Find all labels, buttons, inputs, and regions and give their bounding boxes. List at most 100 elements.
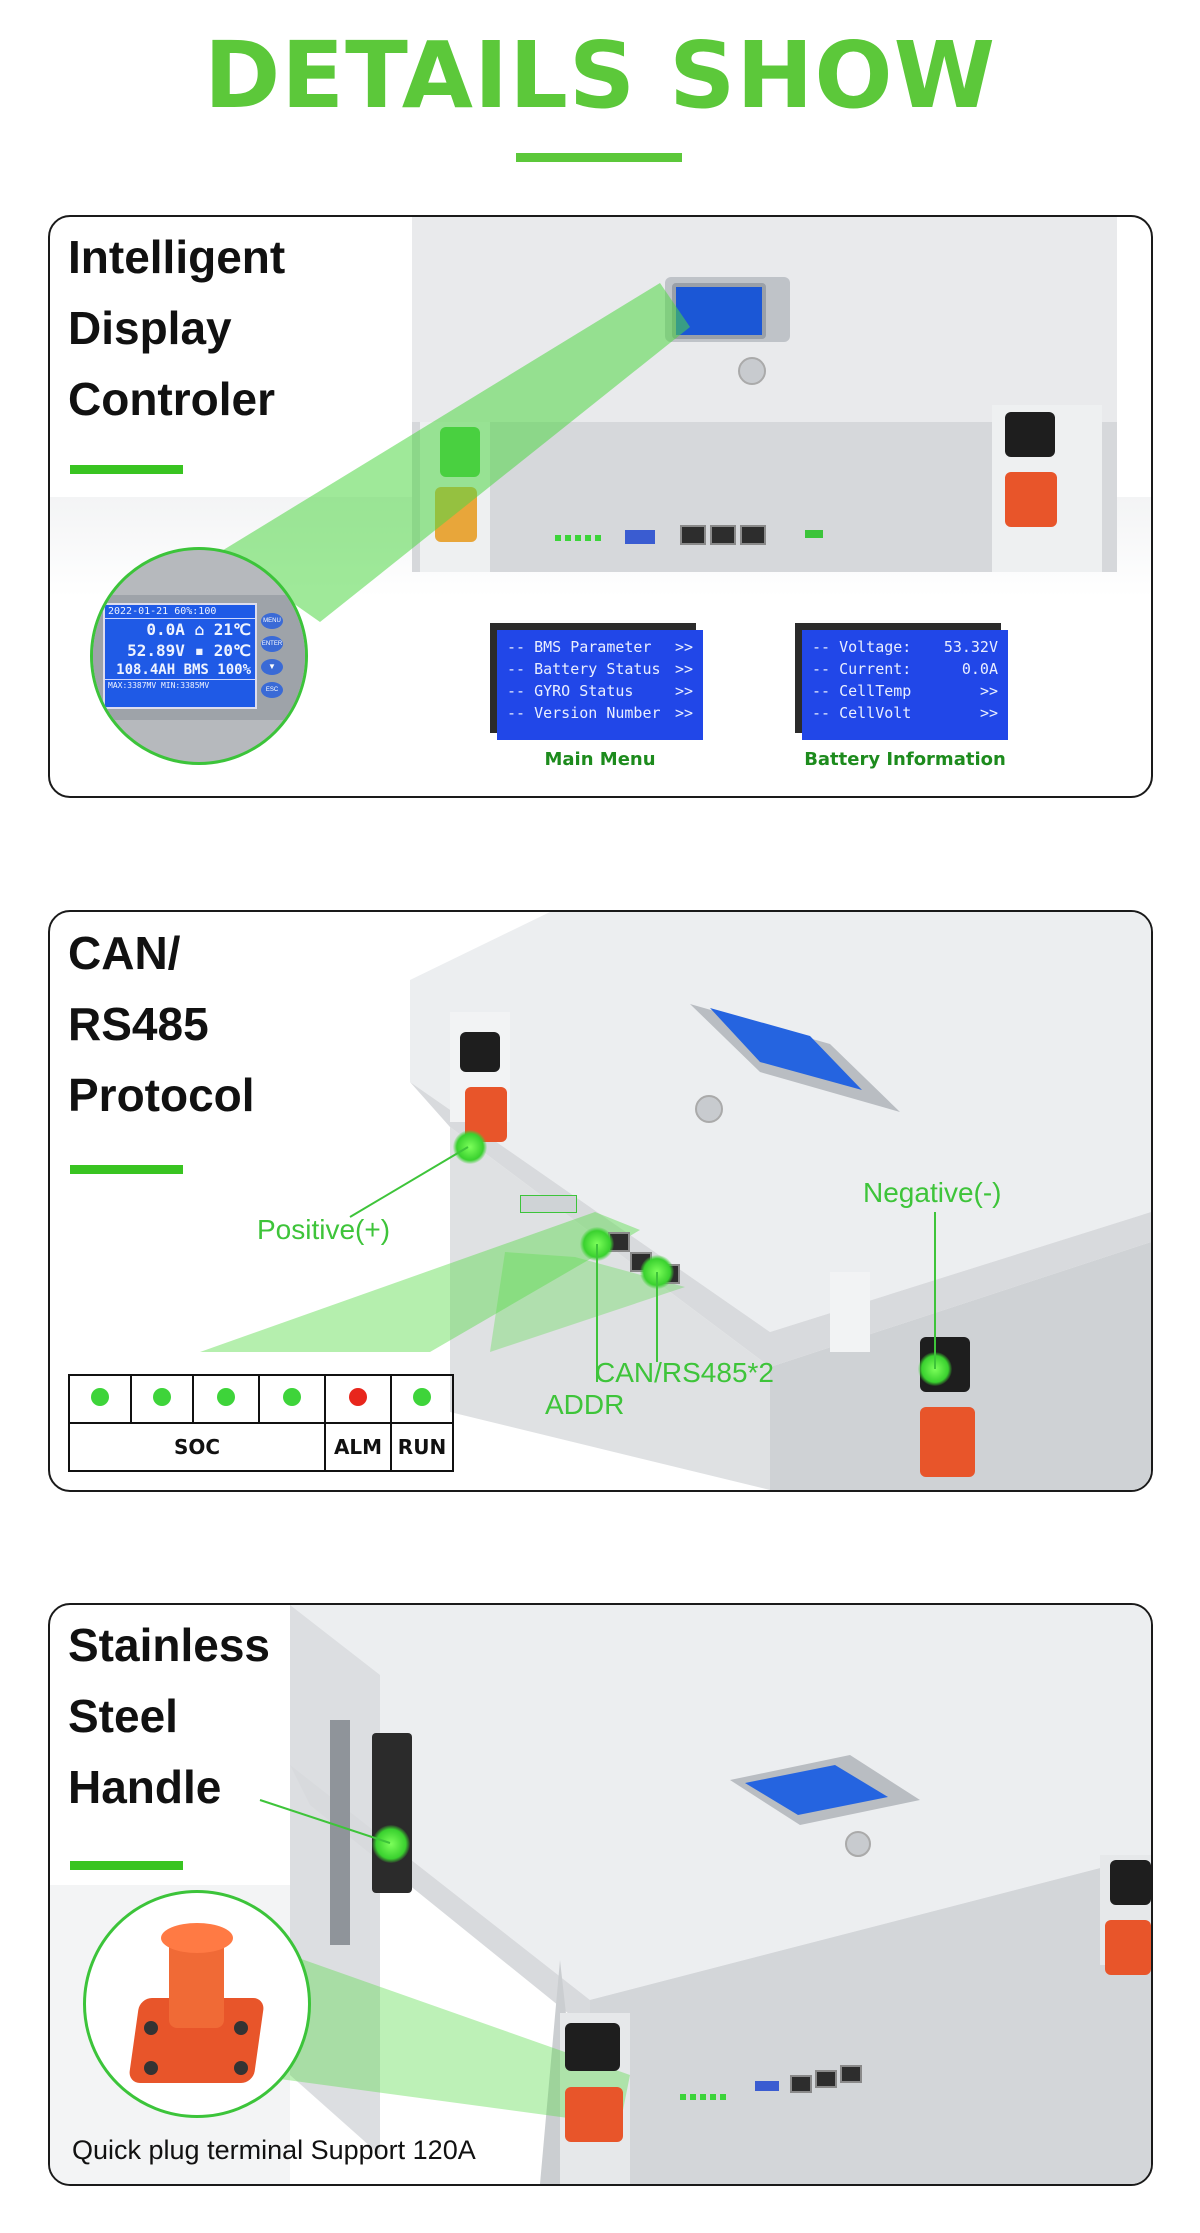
led-cell <box>390 1374 454 1424</box>
menu-row-value: >> <box>674 704 693 722</box>
heading-underline <box>70 1861 183 1870</box>
section-heading-line-2: Steel <box>68 1690 178 1742</box>
terminal-positive <box>1005 472 1057 527</box>
menu-row-label: -- BMS Parameter <box>507 638 652 656</box>
led-strip <box>520 1195 577 1213</box>
terminal-negative-far <box>1110 1860 1151 1905</box>
info-row: -- Voltage: 53.32V <box>812 636 998 658</box>
heading-underline <box>70 465 183 474</box>
menu-row-value: >> <box>674 638 693 656</box>
status-leds <box>555 535 605 541</box>
esc-button: ESC <box>261 682 283 698</box>
section-heading-line-1: Intelligent <box>68 231 286 283</box>
terminal-post-top <box>161 1923 233 1953</box>
section-heading-line-2: RS485 <box>68 998 209 1050</box>
info-row-value: >> <box>979 682 998 700</box>
menu-row-label: -- Battery Status <box>507 660 661 678</box>
led-cell <box>68 1374 132 1424</box>
heading-underline <box>70 1165 183 1174</box>
display-zoom-circle: 2022-01-21 60%:100 0.0A ⌂ 21℃ 52.89V ▪ 2… <box>90 547 308 765</box>
callout-lines <box>259 1799 391 1844</box>
info-row-label: -- Voltage: <box>812 638 912 656</box>
rj45-port-2 <box>710 525 736 545</box>
can-rs485-label: CAN/RS485*2 <box>595 1357 774 1388</box>
handle-glow <box>372 1825 410 1863</box>
led-cell <box>192 1374 260 1424</box>
led-soc-3 <box>217 1388 235 1406</box>
page-title: DETAILS SHOW <box>203 22 997 129</box>
terminal-negative <box>565 2023 620 2071</box>
zoom-lcd-row: 108.4AH BMS 100% <box>116 662 251 678</box>
rj45-port-3 <box>740 525 766 545</box>
led-alm <box>349 1388 367 1406</box>
led-cell <box>258 1374 326 1424</box>
info-row-label: -- Current: <box>812 660 912 678</box>
info-row: -- Current: 0.0A <box>812 658 998 680</box>
screw-icon <box>234 2061 248 2075</box>
title-underline <box>516 153 682 162</box>
zoom-lcd: 2022-01-21 60%:100 0.0A ⌂ 21℃ 52.89V ▪ 2… <box>103 603 257 709</box>
led-cell <box>324 1374 392 1424</box>
info-row-label: -- CellTemp <box>812 682 912 700</box>
terminal-positive-right <box>920 1407 975 1477</box>
section-heading-line-1: CAN/ <box>68 927 181 979</box>
rj45-port-3 <box>840 2065 862 2083</box>
section-heading-line-3: Controler <box>68 373 275 425</box>
dip-switch <box>625 530 655 544</box>
led-soc-4 <box>283 1388 301 1406</box>
terminal-caption: Quick plug terminal Support 120A <box>72 2135 476 2165</box>
enter-button: ENTER <box>261 636 283 652</box>
screw-icon <box>144 2021 158 2035</box>
main-menu-screen: -- BMS Parameter >> -- Battery Status >> -… <box>497 630 703 740</box>
alm-label: ALM <box>324 1422 392 1472</box>
card-display-controller: Intelligent Display Controler 2022-01-21… <box>48 215 1153 798</box>
status-leds <box>680 2094 730 2100</box>
zoom-lcd-row: 2022-01-21 60%:100 <box>105 605 255 619</box>
terminal-zoom-circle <box>83 1890 311 2118</box>
battery-info-caption: Battery Information <box>804 749 1006 770</box>
terminal-positive-far <box>1105 1920 1151 1975</box>
rj45-port-2 <box>815 2070 837 2088</box>
menu-button: MENU <box>261 613 283 629</box>
menu-row-label: -- GYRO Status <box>507 682 634 700</box>
screw-icon <box>234 2021 248 2035</box>
led-soc-1 <box>91 1388 109 1406</box>
menu-row-value: >> <box>674 682 693 700</box>
menu-row: -- Battery Status >> <box>507 658 693 680</box>
battery-info-screen: -- Voltage: 53.32V -- Current: 0.0A -- Cel… <box>802 630 1008 740</box>
battery-illustration <box>200 912 1151 1490</box>
negative-label: Negative(-) <box>863 1177 1002 1208</box>
menu-row: -- BMS Parameter >> <box>507 636 693 658</box>
card-can-rs485: CAN/ RS485 Protocol Positive(+) Negative… <box>48 910 1153 1492</box>
dip-switch <box>755 2081 779 2091</box>
info-row-value: >> <box>979 704 998 722</box>
section-heading-line-3: Handle <box>68 1761 222 1813</box>
info-row-value: 53.32V <box>943 638 998 656</box>
positive-label: Positive(+) <box>257 1214 391 1245</box>
zoom-lcd-row: 52.89V ▪ 20℃ <box>127 641 251 660</box>
info-row-value: 0.0A <box>961 660 998 678</box>
zoom-lcd-row: MAX:3387MV MIN:3385MV <box>105 679 255 691</box>
run-label: RUN <box>390 1422 454 1472</box>
led-cell <box>130 1374 194 1424</box>
main-menu-caption: Main Menu <box>544 749 656 770</box>
power-button <box>695 1095 723 1123</box>
menu-row-label: -- Version Number <box>507 704 661 722</box>
soc-label: SOC <box>68 1422 326 1472</box>
callout-lines <box>349 1146 936 1382</box>
section-heading-line-2: Display <box>68 302 232 354</box>
terminal-negative <box>1005 412 1055 457</box>
led-indicator-table: SOC ALM RUN <box>68 1374 454 1472</box>
info-row-label: -- CellVolt <box>812 704 912 722</box>
positive-glow <box>453 1130 487 1164</box>
screw-icon <box>144 2061 158 2075</box>
zoom-beam <box>220 283 690 622</box>
terminal-negative-left <box>460 1032 500 1072</box>
menu-row-value: >> <box>674 660 693 678</box>
menu-row: -- GYRO Status >> <box>507 680 693 702</box>
rj45-port-1 <box>790 2075 812 2093</box>
rj45-port-1 <box>680 525 706 545</box>
led-soc-2 <box>153 1388 171 1406</box>
handle-slot <box>372 1733 412 1893</box>
terminal-positive <box>565 2087 623 2142</box>
